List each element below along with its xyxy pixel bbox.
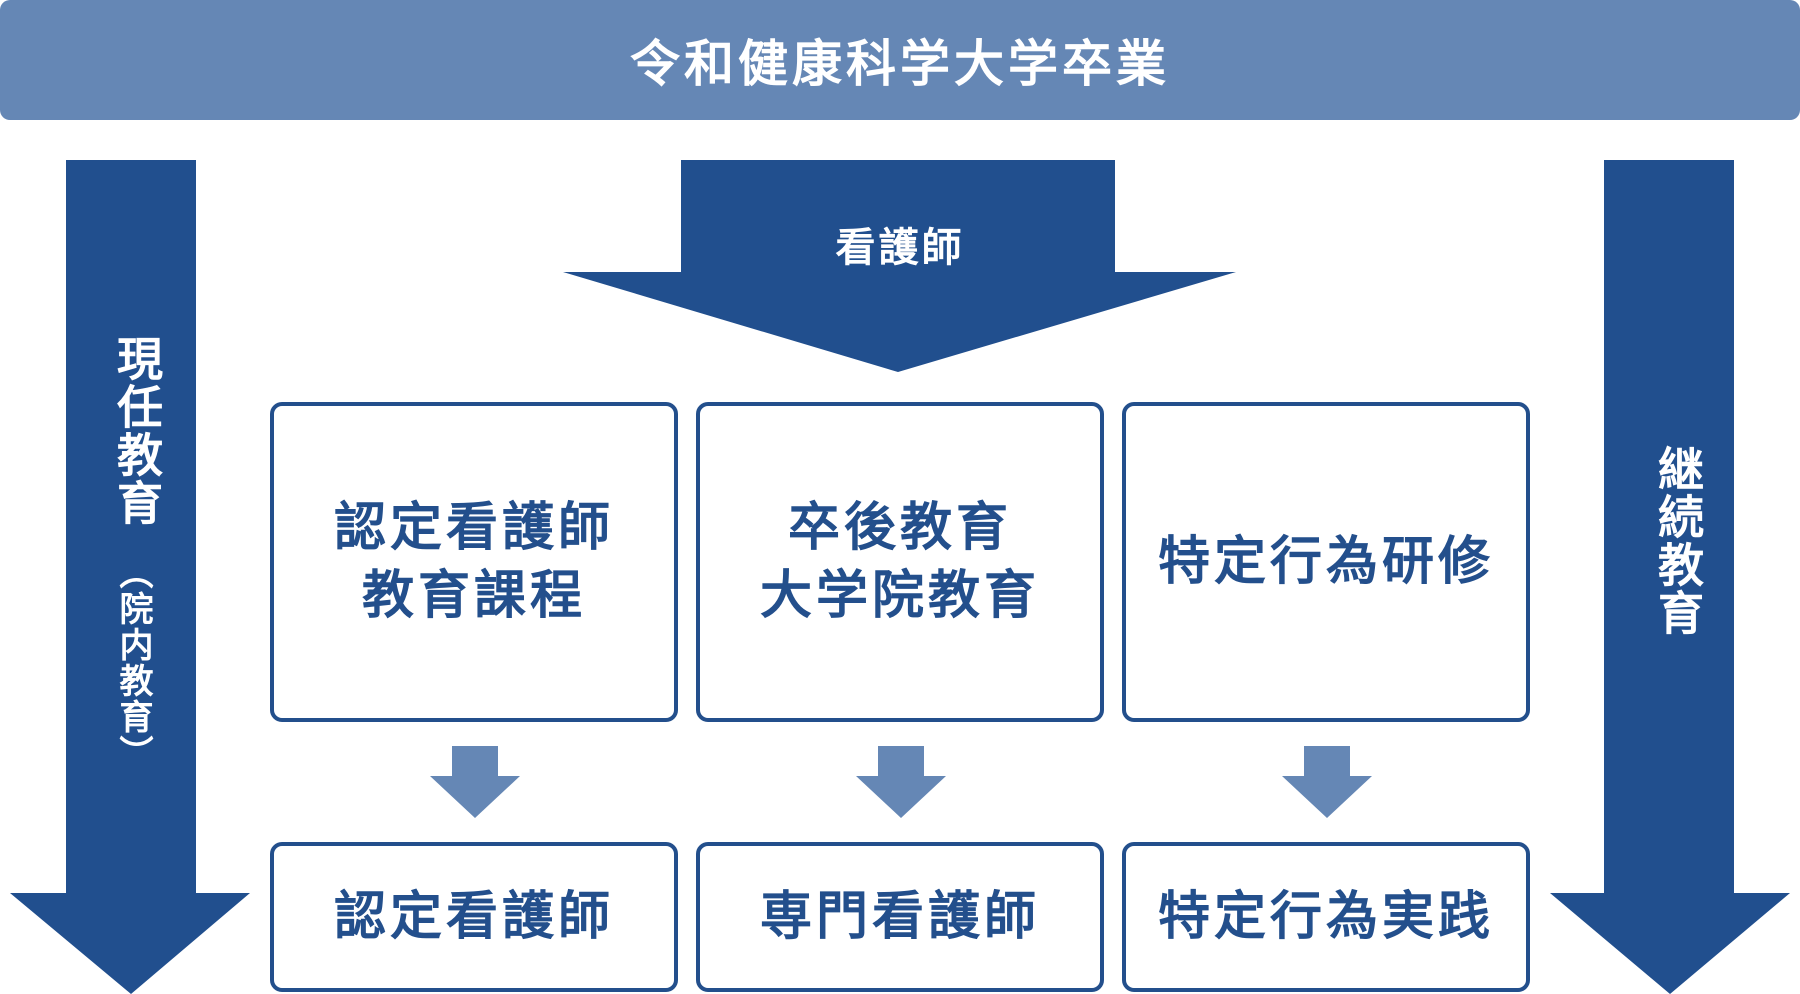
continuing-education-arrow: [1550, 160, 1790, 994]
outcome-label: 特定行為実践: [1157, 887, 1494, 947]
outcome-box-specialist-nurse: 専門看護師: [696, 842, 1104, 992]
small-down-arrow-1: [430, 746, 520, 818]
graduation-banner: 令和健康科学大学卒業: [0, 0, 1800, 120]
program-line1: 卒後教育: [787, 498, 1012, 558]
nurse-label: 看護師: [835, 225, 965, 271]
outcome-box-certified-nurse: 認定看護師: [270, 842, 678, 992]
nurse-arrow: [563, 160, 1236, 372]
program-box-certified-nurse-course: 認定看護師 教育課程: [270, 402, 678, 722]
outcome-label: 認定看護師: [333, 887, 614, 947]
program-line1: 認定看護師: [333, 498, 614, 558]
outcome-box-specified-acts-practice: 特定行為実践: [1122, 842, 1530, 992]
program-line2: 大学院教育: [759, 566, 1040, 626]
program-line1: 特定行為研修: [1157, 532, 1494, 592]
in-hospital-education-label: （院内教育）: [113, 555, 153, 771]
continuing-education-label: 継続教育: [1651, 445, 1705, 637]
program-box-graduate-education: 卒後教育 大学院教育: [696, 402, 1104, 722]
program-box-specified-acts-training: 特定行為研修: [1122, 402, 1530, 722]
small-down-arrow-2: [856, 746, 946, 818]
banner-title: 令和健康科学大学卒業: [630, 35, 1170, 93]
small-down-arrow-3: [1282, 746, 1372, 818]
in-service-education-arrow: [10, 160, 250, 994]
program-line2: 教育課程: [361, 566, 586, 626]
outcome-label: 専門看護師: [759, 887, 1040, 947]
in-service-education-label: 現任教育: [110, 335, 164, 527]
